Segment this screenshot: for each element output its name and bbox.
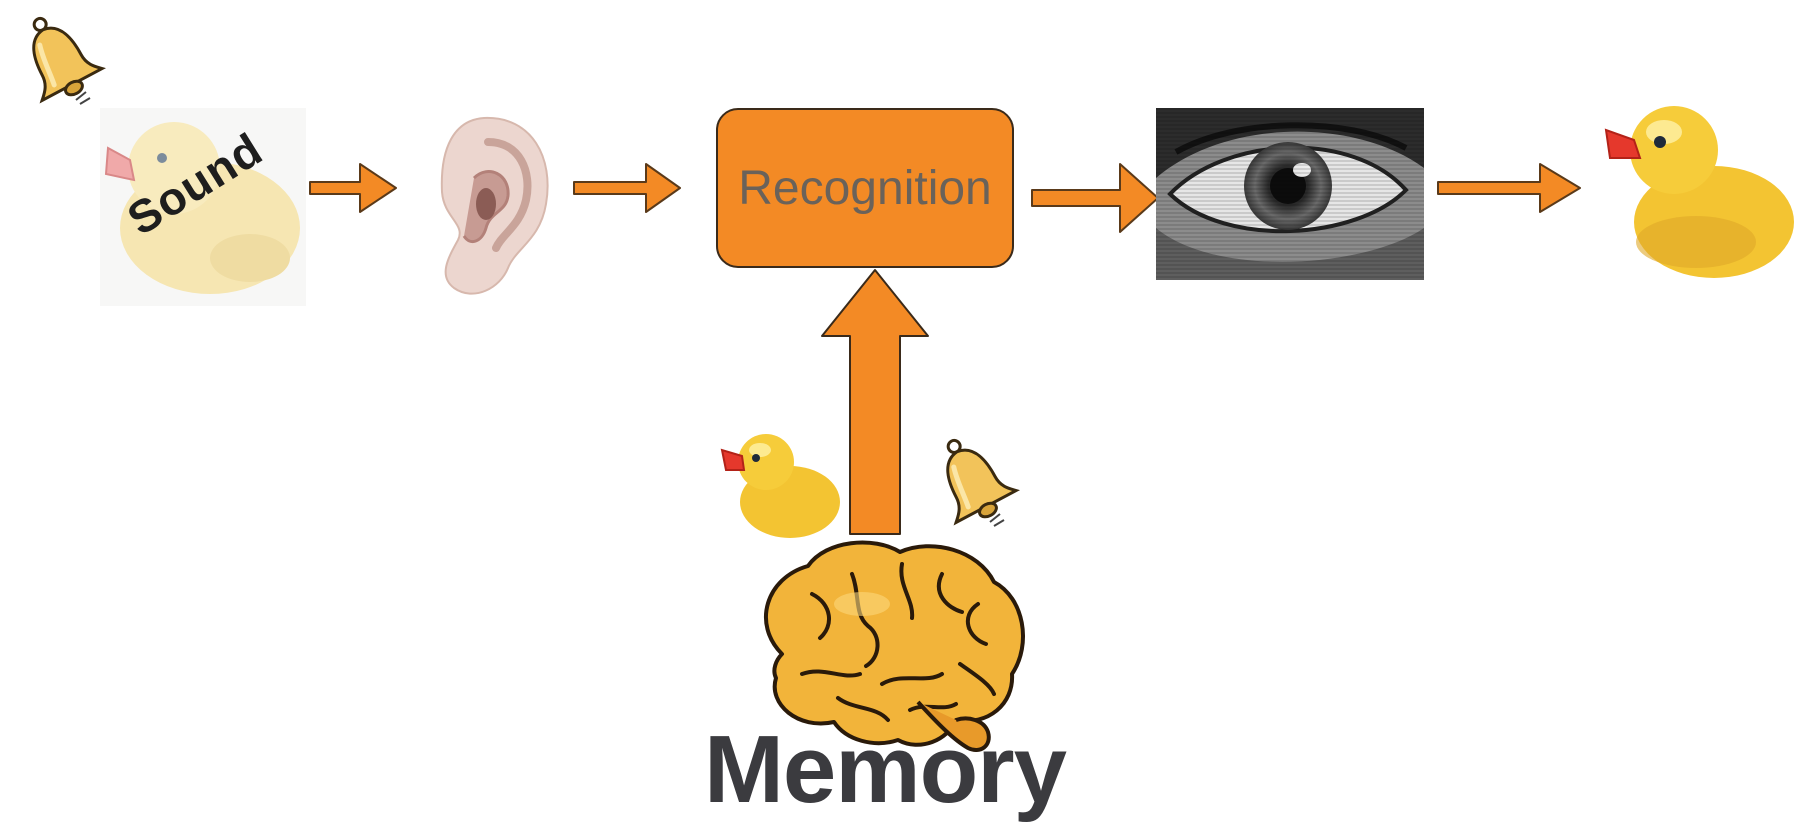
- arrow-recognition-to-eye: [1030, 160, 1160, 236]
- ear-icon: [404, 108, 560, 304]
- arrow-ear-to-recognition: [572, 160, 684, 216]
- bell-icon: [10, 8, 106, 108]
- bell-icon: [924, 430, 1020, 530]
- sound-duck-image: Sound: [100, 108, 306, 306]
- eye-icon: [1156, 108, 1424, 280]
- duck-icon: [718, 424, 842, 544]
- duck-icon: [1604, 92, 1800, 288]
- memory-label: Memory: [690, 722, 1080, 818]
- recognition-box: Recognition: [716, 108, 1014, 268]
- recognition-label: Recognition: [738, 161, 992, 216]
- arrow-eye-to-duck: [1436, 160, 1584, 216]
- arrow-sound-to-ear: [308, 160, 400, 216]
